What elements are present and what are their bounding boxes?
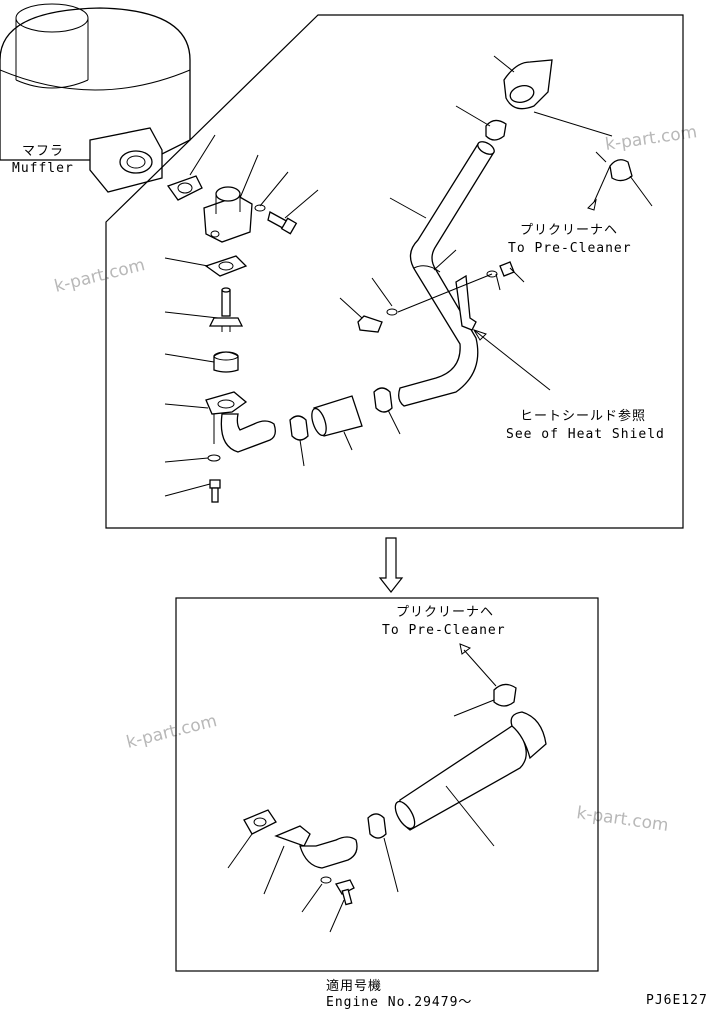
applicable-label-jp: 適用号機 <box>326 978 382 994</box>
pre-cleaner-label-jp-bottom: プリクリーナヘ <box>396 605 494 620</box>
watermark: k-part.com <box>575 803 669 836</box>
exhaust-assembly-bottom <box>227 643 547 933</box>
watermark: k-part.com <box>604 122 698 155</box>
watermark: k-part.com <box>124 711 219 753</box>
watermark: k-part.com <box>52 255 147 297</box>
transition-arrow <box>378 537 404 593</box>
bottom-frame <box>175 597 599 972</box>
muffler-label-jp: マフラ <box>22 144 64 159</box>
drawing-code: PJ6E127 <box>646 993 708 1008</box>
pre-cleaner-label-en-top: To Pre-Cleaner <box>508 241 632 256</box>
engine-number-label: Engine No.29479～ <box>326 995 472 1009</box>
heat-shield-label-en: See of Heat Shield <box>506 427 665 442</box>
pre-cleaner-label-jp-top: プリクリーナヘ <box>520 223 618 238</box>
muffler-drawing <box>0 3 191 193</box>
muffler-label-en: Muffler <box>12 161 74 176</box>
heat-shield-label-jp: ヒートシールド参照 <box>520 408 646 424</box>
exhaust-assembly-top <box>164 55 653 503</box>
pre-cleaner-label-en-bottom: To Pre-Cleaner <box>382 623 506 638</box>
top-frame <box>105 14 684 529</box>
